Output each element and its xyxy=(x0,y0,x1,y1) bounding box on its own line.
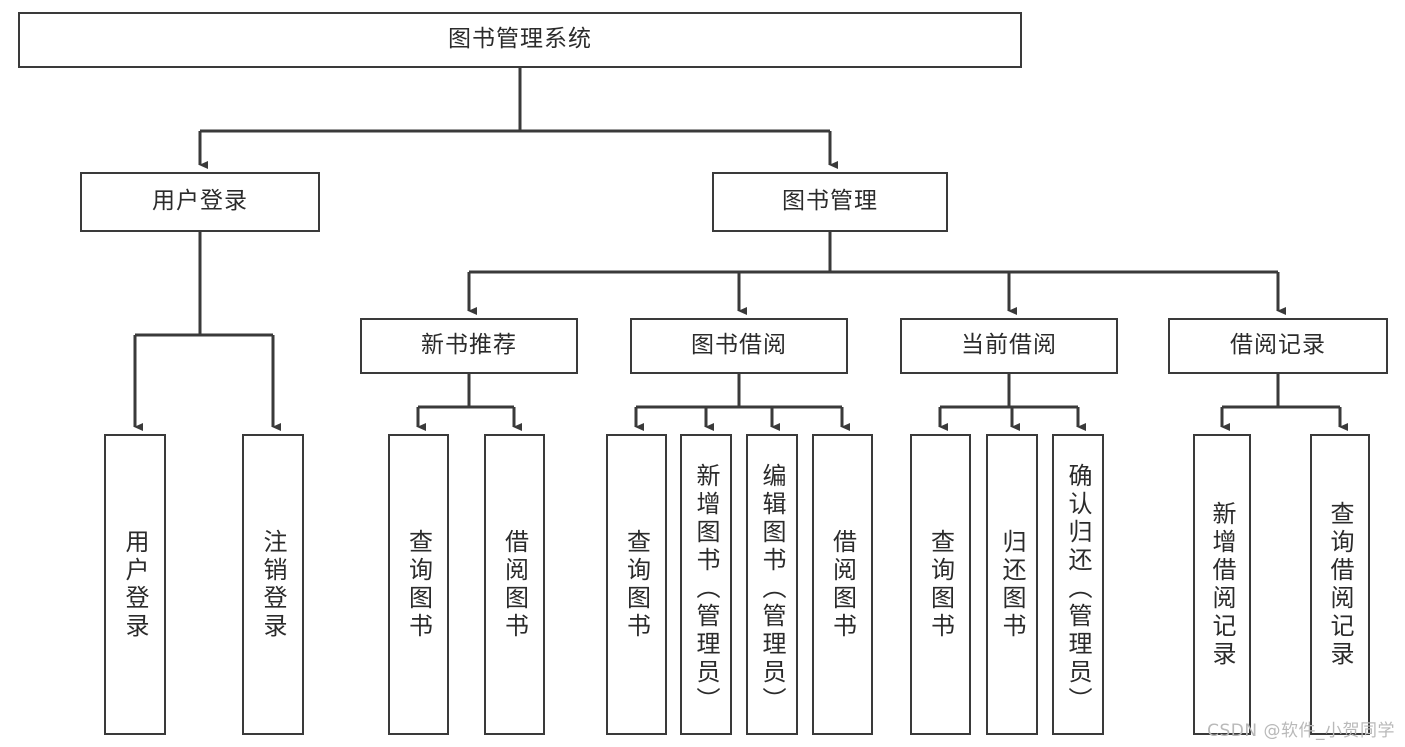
node-current-borrow[interactable]: 当前借阅 xyxy=(900,318,1118,374)
leaf-query-book-new[interactable]: 查询图书 xyxy=(388,434,449,735)
leaf-label: 借阅图书 xyxy=(500,528,529,641)
leaf-query-book-current[interactable]: 查询图书 xyxy=(910,434,971,735)
node-user-login[interactable]: 用户登录 xyxy=(80,172,320,232)
leaf-label: 新增借阅记录 xyxy=(1208,500,1236,669)
node-book-borrow[interactable]: 图书借阅 xyxy=(630,318,848,374)
leaf-logout[interactable]: 注销登录 xyxy=(242,434,304,735)
node-root[interactable]: 图书管理系统 xyxy=(18,12,1022,68)
leaf-label: 新增图书（管理员） xyxy=(692,462,720,715)
leaf-confirm-return-admin[interactable]: 确认归还（管理员） xyxy=(1052,434,1104,735)
leaf-label: 确认归还（管理员） xyxy=(1064,462,1092,715)
leaf-label: 归还图书 xyxy=(998,528,1026,641)
leaf-query-book-borrow[interactable]: 查询图书 xyxy=(606,434,667,735)
leaf-label: 用户登录 xyxy=(121,528,149,641)
node-new-book-recommend[interactable]: 新书推荐 xyxy=(360,318,578,374)
leaf-label: 查询图书 xyxy=(404,528,433,641)
leaf-return-book[interactable]: 归还图书 xyxy=(986,434,1038,735)
leaf-user-login[interactable]: 用户登录 xyxy=(104,434,166,735)
leaf-edit-book-admin[interactable]: 编辑图书（管理员） xyxy=(746,434,798,735)
leaf-add-borrow-record[interactable]: 新增借阅记录 xyxy=(1193,434,1251,735)
node-borrow-records[interactable]: 借阅记录 xyxy=(1168,318,1388,374)
node-book-management[interactable]: 图书管理 xyxy=(712,172,948,232)
leaf-borrow-book-new[interactable]: 借阅图书 xyxy=(484,434,545,735)
leaf-label: 查询图书 xyxy=(622,528,651,641)
leaf-label: 编辑图书（管理员） xyxy=(758,462,786,715)
leaf-label: 借阅图书 xyxy=(828,528,857,641)
leaf-add-book-admin[interactable]: 新增图书（管理员） xyxy=(680,434,732,735)
csdn-watermark: CSDN @软件_小贺同学 xyxy=(1207,721,1395,741)
leaf-borrow-book[interactable]: 借阅图书 xyxy=(812,434,873,735)
leaf-label: 查询图书 xyxy=(926,528,955,641)
leaf-label: 查询借阅记录 xyxy=(1326,500,1354,669)
leaf-label: 注销登录 xyxy=(259,528,287,641)
leaf-query-borrow-record[interactable]: 查询借阅记录 xyxy=(1310,434,1370,735)
